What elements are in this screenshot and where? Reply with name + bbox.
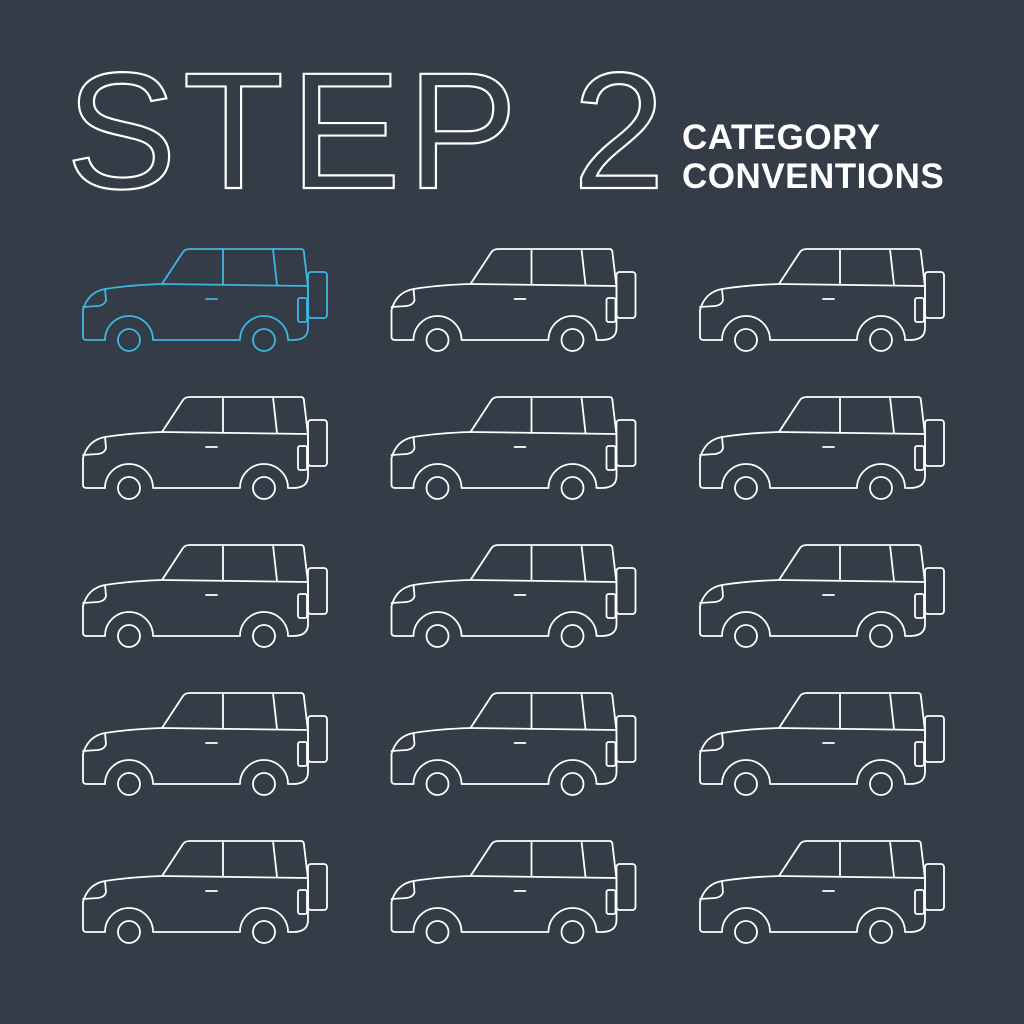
suv-car-outline-icon bbox=[82, 840, 328, 944]
suv-car-outline-icon bbox=[82, 692, 328, 796]
suv-car-outline-icon bbox=[390, 544, 637, 648]
suv-car-outline-icon-highlighted bbox=[82, 248, 328, 352]
subtitle: CATEGORY CONVENTIONS bbox=[682, 118, 944, 196]
suv-car-outline-icon bbox=[699, 396, 945, 500]
subtitle-line-1: CATEGORY bbox=[682, 118, 881, 157]
step-heading: STEP 2 bbox=[65, 38, 671, 225]
step-title: STEP 2 bbox=[66, 39, 671, 224]
suv-car-outline-icon bbox=[390, 840, 637, 944]
suv-car-outline-icon bbox=[699, 840, 945, 944]
suv-car-outline-icon bbox=[390, 692, 637, 796]
suv-car-outline-icon bbox=[699, 248, 945, 352]
suv-car-outline-icon bbox=[82, 396, 328, 500]
suv-car-outline-icon bbox=[82, 544, 328, 648]
subtitle-line-2: CONVENTIONS bbox=[682, 157, 945, 196]
suv-car-outline-icon bbox=[390, 248, 637, 352]
suv-car-outline-icon bbox=[699, 544, 945, 648]
suv-car-outline-icon bbox=[390, 396, 637, 500]
suv-car-outline-icon bbox=[699, 692, 945, 796]
